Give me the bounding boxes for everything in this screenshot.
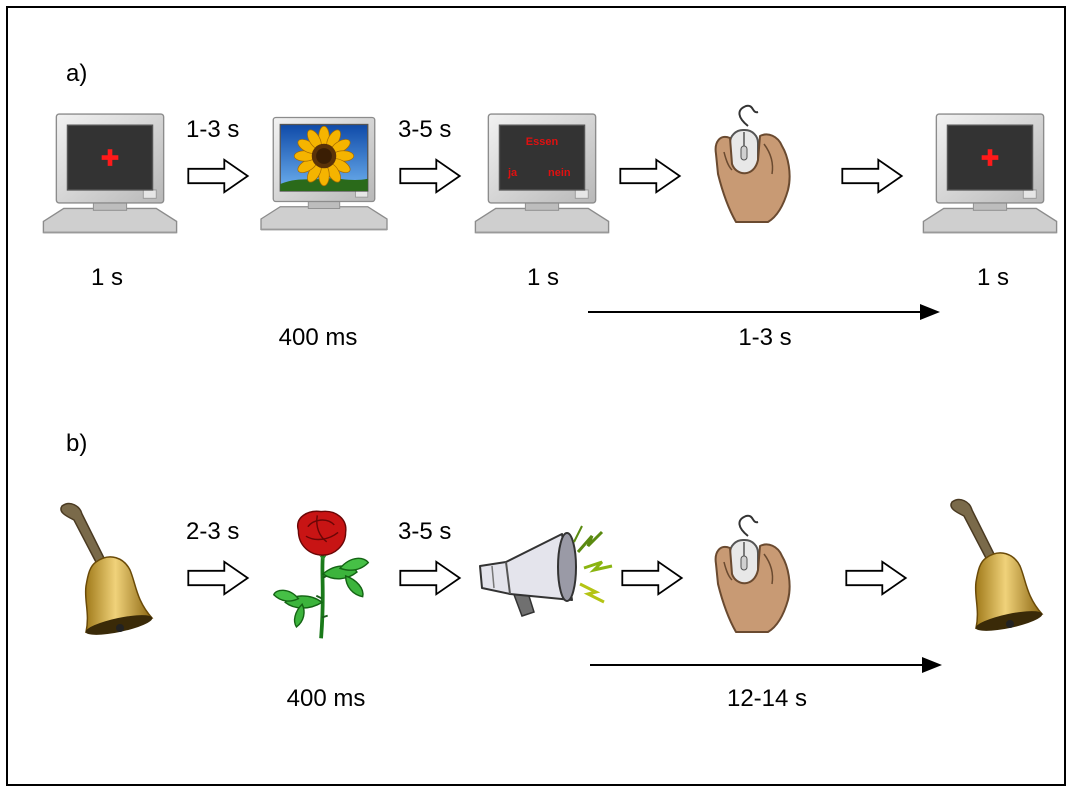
outline-arrow-icon xyxy=(840,158,904,194)
outline-arrow-icon xyxy=(398,158,462,194)
outline-arrow-icon xyxy=(186,158,250,194)
step-time-a1: 1-3 s xyxy=(186,116,240,143)
hand-on-mouse-icon xyxy=(708,514,798,634)
stimulus-duration: 400 ms xyxy=(286,685,366,712)
step-time-b2: 3-5 s xyxy=(398,518,452,545)
response-window: 12-14 s xyxy=(726,685,808,712)
outline-arrow-icon xyxy=(186,560,250,596)
duration-label: 1 s xyxy=(526,264,560,291)
step-time-b1: 2-3 s xyxy=(186,518,240,545)
hand-on-mouse-icon xyxy=(708,104,798,224)
stimulus-duration: 400 ms xyxy=(278,324,358,351)
rose-image xyxy=(270,504,374,644)
duration-label: 1 s xyxy=(90,264,124,291)
timeline-arrow xyxy=(588,302,940,322)
outline-arrow-icon xyxy=(844,560,908,596)
outline-arrow-icon xyxy=(618,158,682,194)
computer-monitor-icon xyxy=(36,106,184,248)
outline-arrow-icon xyxy=(398,560,462,596)
step-time-a2: 3-5 s xyxy=(398,116,452,143)
rating-yes-option: ja xyxy=(508,167,518,179)
outline-arrow-icon xyxy=(620,560,684,596)
rating-no-option: nein xyxy=(548,167,571,179)
rating-question-text: Essen xyxy=(525,136,559,148)
response-window: 1-3 s xyxy=(738,324,792,351)
computer-monitor-icon xyxy=(254,106,394,248)
panel-b-label: b) xyxy=(66,430,88,457)
bell-icon xyxy=(48,500,158,640)
megaphone-icon xyxy=(470,522,620,632)
computer-monitor-icon xyxy=(916,106,1064,248)
sunflower-image xyxy=(279,123,369,192)
duration-label: 1 s xyxy=(976,264,1010,291)
bell-icon xyxy=(938,496,1048,636)
computer-monitor-icon: Essen ja nein xyxy=(468,106,616,248)
panel-a-label: a) xyxy=(66,60,88,87)
timeline-arrow xyxy=(590,655,942,675)
